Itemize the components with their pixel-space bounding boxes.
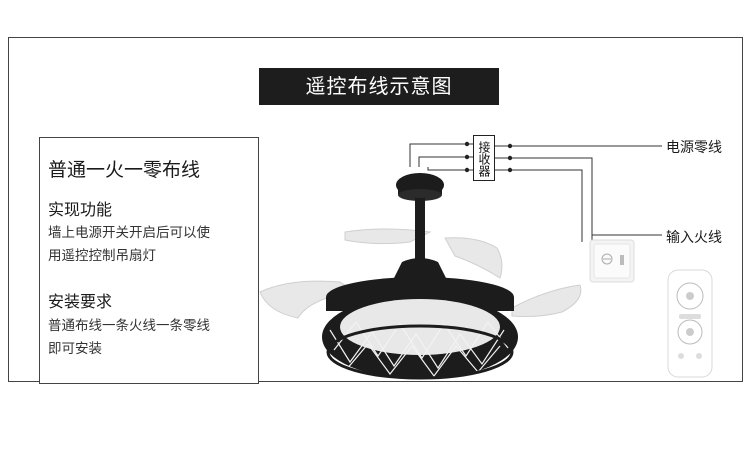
wall-switch-icon xyxy=(589,239,635,283)
remote-control-icon xyxy=(667,269,713,378)
receiver-label: 接收器 xyxy=(477,141,491,177)
feature-line-1: 墙上电源开关开启后可以使 xyxy=(48,225,210,241)
wire-terminals xyxy=(464,141,513,173)
switch-to-live-wire xyxy=(495,169,583,242)
live-wire-to-switch xyxy=(495,157,593,242)
install-line-2: 即可安装 xyxy=(48,341,102,357)
ceiling-fan-icon xyxy=(259,173,582,380)
wire-2 xyxy=(418,156,473,167)
install-line-1: 普通布线一条火线一条零线 xyxy=(48,318,210,334)
wires xyxy=(409,143,662,242)
receiver-box: 接收器 xyxy=(473,135,495,181)
wire-3 xyxy=(427,167,473,171)
page-title: 遥控布线示意图 xyxy=(259,68,499,105)
fan-blade-front-right xyxy=(511,284,582,317)
wire-1 xyxy=(409,143,473,167)
fan-downrod xyxy=(415,198,425,260)
feature-line-2: 用遥控控制吊扇灯 xyxy=(48,248,156,264)
wiring-type-heading: 普通一火一零布线 xyxy=(48,159,201,181)
info-panel: 普通一火一零布线 实现功能 墙上电源开关开启后可以使 用遥控控制吊扇灯 安装要求… xyxy=(39,137,259,384)
fan-motor xyxy=(394,258,446,278)
live-wire-label: 输入火线 xyxy=(666,230,722,246)
feature-title: 实现功能 xyxy=(48,200,113,219)
fan-blade-right xyxy=(444,237,503,279)
diagram-frame xyxy=(8,37,743,382)
install-title: 安装要求 xyxy=(48,292,113,311)
neutral-wire-label: 电源零线 xyxy=(666,140,722,156)
